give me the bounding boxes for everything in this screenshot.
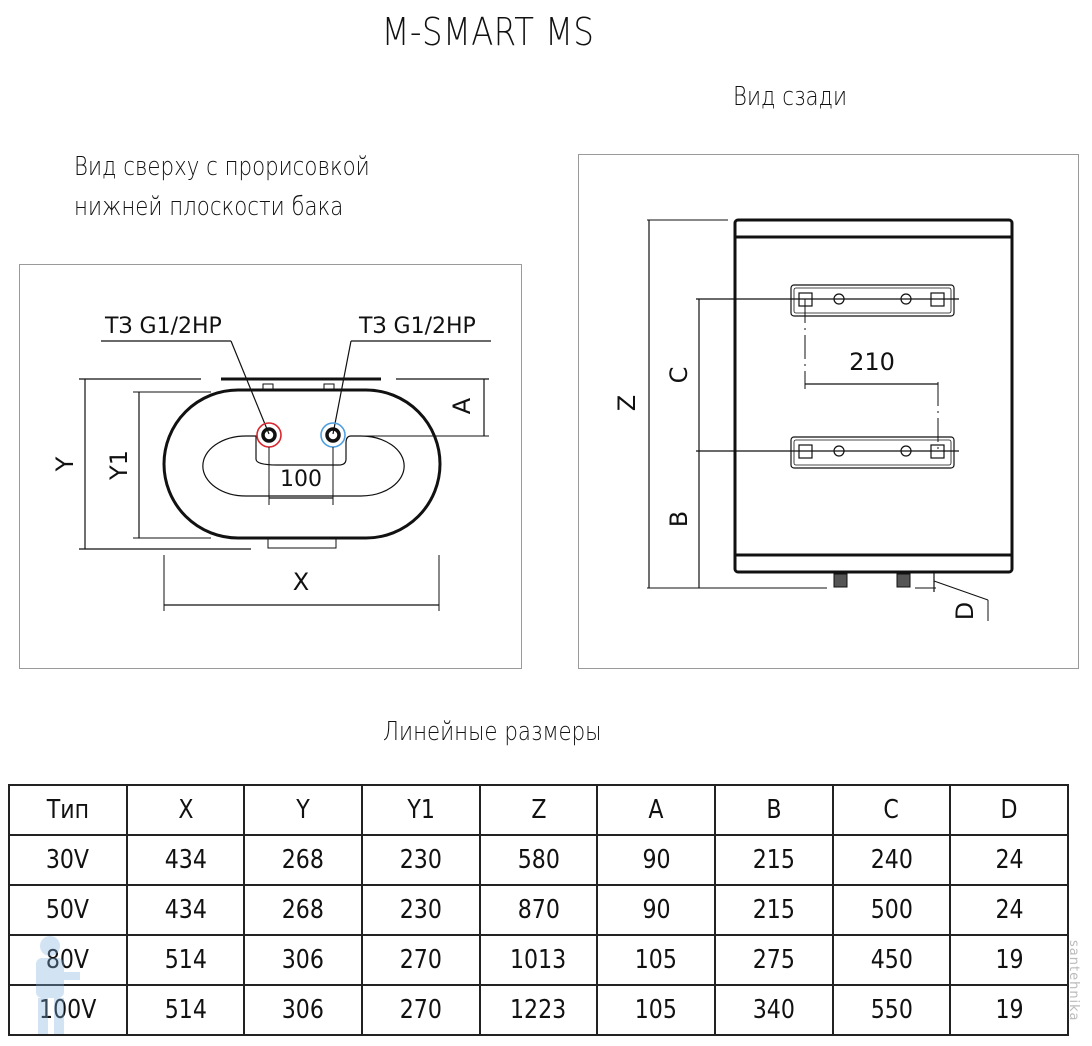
control-block xyxy=(267,538,337,549)
rear-view-caption: Вид сзади xyxy=(733,82,848,112)
model-type-cell: 50V xyxy=(8,884,128,936)
dimension-cell: 270 xyxy=(360,984,481,1036)
hot-pipe-leader xyxy=(230,340,270,435)
dimension-cell: 306 xyxy=(243,934,363,986)
dimension-cell: 24 xyxy=(949,834,1069,886)
top-view-drawing: ТЗ G1/2НР ТЗ G1/2НР 100 Y xyxy=(51,314,491,611)
hot-pipe-label: ТЗ G1/2НР xyxy=(104,314,222,339)
dimension-cell: 434 xyxy=(125,884,246,936)
header-a: A xyxy=(596,784,716,836)
table-header-row: Тип X Y Y1 Z A B C D xyxy=(8,784,1069,836)
rear-view-panel: 210 Z C B D xyxy=(578,154,1079,669)
model-type-cell: 80V xyxy=(8,934,128,986)
model-type-cell: 100V xyxy=(8,984,128,1036)
dimension-cell: 240 xyxy=(831,834,952,886)
dimension-cell: 270 xyxy=(360,934,481,986)
rear-view-drawing: 210 Z C B D xyxy=(613,218,1014,621)
b-dim-label: B xyxy=(665,511,693,527)
header-b: B xyxy=(713,784,834,836)
hot-pipe-icon xyxy=(261,427,277,443)
x-dim-label: X xyxy=(293,568,309,596)
dimension-cell: 450 xyxy=(831,934,952,986)
dimension-cell: 580 xyxy=(478,834,599,886)
a-dim-label: A xyxy=(448,397,476,414)
upper-bracket xyxy=(790,284,955,317)
dimension-cell: 90 xyxy=(596,834,716,886)
bracket-offset-label: 210 xyxy=(849,348,895,376)
tank-bottom-plane xyxy=(202,435,405,497)
dimension-cell: 870 xyxy=(478,884,599,936)
header-type: Тип xyxy=(8,784,128,836)
dimension-cell: 105 xyxy=(596,934,716,986)
dimension-cell: 434 xyxy=(125,834,246,886)
dimension-cell: 268 xyxy=(243,834,363,886)
dimension-cell: 230 xyxy=(360,884,481,936)
c-dim-label: C xyxy=(665,367,693,384)
dimension-cell: 514 xyxy=(125,984,246,1036)
dimension-cell: 500 xyxy=(831,884,952,936)
dimension-cell: 19 xyxy=(949,934,1069,986)
y-dim-label: Y xyxy=(51,456,79,472)
watermark-text: santehnika xyxy=(1066,940,1081,1022)
d-leader xyxy=(933,580,989,601)
cold-pipe-leader xyxy=(332,340,352,435)
header-d: D xyxy=(949,784,1069,836)
dimension-cell: 340 xyxy=(713,984,834,1036)
dimension-cell: 275 xyxy=(713,934,834,986)
z-dim-label: Z xyxy=(613,395,641,411)
dimension-cell: 550 xyxy=(831,984,952,1036)
model-type-cell: 30V xyxy=(8,834,128,886)
d-dim-label: D xyxy=(951,602,979,620)
dimension-cell: 19 xyxy=(949,984,1069,1036)
dimension-cell: 514 xyxy=(125,934,246,986)
top-view-caption-line2: нижней плоскости бака xyxy=(74,192,344,222)
cold-pipe-icon xyxy=(325,427,341,443)
tank-body xyxy=(733,218,1014,574)
top-view-caption-line1: Вид сверху с прорисовкой xyxy=(74,152,370,182)
dimension-cell: 230 xyxy=(360,834,481,886)
dimension-cell: 215 xyxy=(713,834,834,886)
pipe-spacing-label: 100 xyxy=(280,467,322,492)
tank-outline xyxy=(162,388,442,540)
y1-dim-label: Y1 xyxy=(105,450,133,481)
cold-pipe-label: ТЗ G1/2НР xyxy=(358,314,476,339)
header-z: Z xyxy=(478,784,599,836)
header-y: Y xyxy=(243,784,363,836)
document-title: M-SMART MS xyxy=(381,10,595,54)
dimension-cell: 1223 xyxy=(478,984,599,1036)
top-view-panel: ТЗ G1/2НР ТЗ G1/2НР 100 Y xyxy=(19,264,522,669)
dimension-cell: 24 xyxy=(949,884,1069,936)
dimension-cell: 306 xyxy=(243,984,363,1036)
dimension-cell: 215 xyxy=(713,884,834,936)
outlet-pipe-left xyxy=(833,573,848,588)
header-c: C xyxy=(831,784,952,836)
hot-pipe-ring-icon xyxy=(256,422,282,448)
dimension-cell: 105 xyxy=(596,984,716,1036)
table-caption: Линейные размеры xyxy=(383,717,602,747)
dimension-cell: 1013 xyxy=(478,934,599,986)
header-x: X xyxy=(125,784,246,836)
cold-pipe-ring-icon xyxy=(320,422,346,448)
plumber-mascot-icon xyxy=(36,936,80,1034)
dimension-cell: 268 xyxy=(243,884,363,936)
outlet-pipe-right xyxy=(896,573,911,588)
lower-bracket xyxy=(790,436,955,469)
header-y1: Y1 xyxy=(360,784,481,836)
dimension-cell: 90 xyxy=(596,884,716,936)
